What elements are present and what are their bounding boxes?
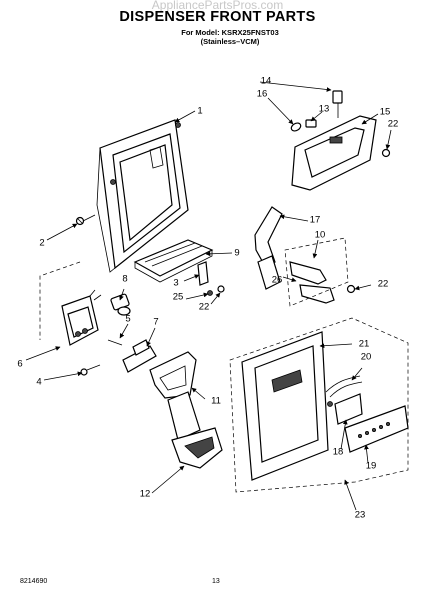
model-line: For Model: KSRX25FNST03 bbox=[181, 28, 279, 37]
bracket-part-17 bbox=[254, 206, 283, 290]
label-part-22-bottom: 22 bbox=[198, 301, 210, 313]
lamp-holder-part-13 bbox=[305, 119, 317, 128]
drip-tray-part bbox=[133, 239, 214, 283]
label-part-18: 18 bbox=[332, 446, 344, 458]
light-module-part-15 bbox=[291, 115, 391, 191]
label-part-20: 20 bbox=[360, 351, 372, 363]
paddle-part-12 bbox=[167, 391, 223, 469]
overlay-part-19 bbox=[344, 405, 409, 453]
label-part-4: 4 bbox=[36, 376, 42, 388]
label-part-9: 9 bbox=[234, 247, 240, 259]
bracket-part-3 bbox=[197, 261, 225, 296]
model-subtitle: For Model: KSRX25FNST03 (Stainless–VCM) bbox=[140, 28, 320, 46]
housing-frame-part bbox=[96, 119, 189, 273]
switch-part-6 bbox=[61, 289, 102, 346]
lamp-bulb-part-16 bbox=[290, 122, 302, 132]
page-number: 13 bbox=[212, 578, 220, 585]
label-part-23: 23 bbox=[354, 509, 366, 521]
label-part-19: 19 bbox=[365, 460, 377, 472]
label-part-21: 21 bbox=[358, 338, 370, 350]
pin-part-5 bbox=[107, 339, 123, 346]
screw-part-2 bbox=[75, 214, 96, 226]
label-part-26: 26 bbox=[271, 274, 283, 286]
label-part-8: 8 bbox=[122, 273, 128, 285]
label-part-13: 13 bbox=[318, 103, 330, 115]
label-part-16: 16 bbox=[256, 88, 268, 100]
diagram-title: DISPENSER FRONT PARTS bbox=[119, 9, 316, 25]
group-box-lever bbox=[284, 237, 349, 307]
label-part-15: 15 bbox=[379, 106, 391, 118]
group-box-switch bbox=[39, 261, 81, 340]
lever-part-10 bbox=[289, 261, 356, 304]
front-panel-part-21 bbox=[241, 331, 333, 481]
label-part-10: 10 bbox=[314, 229, 326, 241]
actuator-part-7 bbox=[122, 339, 157, 373]
control-board-part-18 bbox=[325, 375, 363, 425]
label-part-12: 12 bbox=[139, 488, 151, 500]
cradle-part-11 bbox=[149, 351, 197, 399]
label-part-3: 3 bbox=[173, 277, 179, 289]
label-part-6: 6 bbox=[17, 358, 23, 370]
variant-line: (Stainless–VCM) bbox=[200, 37, 260, 46]
label-part-25: 25 bbox=[172, 291, 184, 303]
lamp-socket-part bbox=[110, 293, 131, 316]
label-part-5: 5 bbox=[125, 313, 131, 325]
label-part-17: 17 bbox=[309, 214, 321, 226]
label-part-22-right: 22 bbox=[377, 278, 389, 290]
leader-lines bbox=[25, 81, 392, 511]
label-part-1: 1 bbox=[197, 105, 203, 117]
sensor-part-14 bbox=[332, 90, 343, 118]
doc-number: 8214690 bbox=[20, 578, 48, 585]
screw-part-4 bbox=[80, 364, 101, 376]
label-part-2: 2 bbox=[39, 237, 45, 249]
label-part-11: 11 bbox=[211, 395, 221, 407]
label-part-22-top: 22 bbox=[387, 118, 399, 130]
watermark: AppliancePartsPros.com bbox=[151, 0, 284, 12]
group-box-front-panel bbox=[229, 317, 409, 493]
label-part-14: 14 bbox=[260, 75, 272, 87]
label-part-7: 7 bbox=[153, 316, 159, 328]
